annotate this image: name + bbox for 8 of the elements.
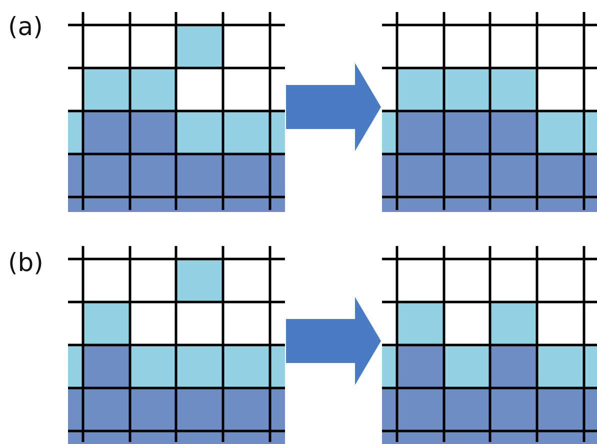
block-arrow — [286, 63, 381, 151]
grid-drawing — [68, 246, 285, 444]
grid-drawing — [382, 246, 597, 444]
panel-label: (b) — [8, 250, 44, 275]
block-arrow — [286, 297, 381, 385]
grid-drawing — [382, 12, 597, 212]
panel-label: (a) — [8, 14, 43, 39]
grid-drawing — [68, 12, 285, 212]
